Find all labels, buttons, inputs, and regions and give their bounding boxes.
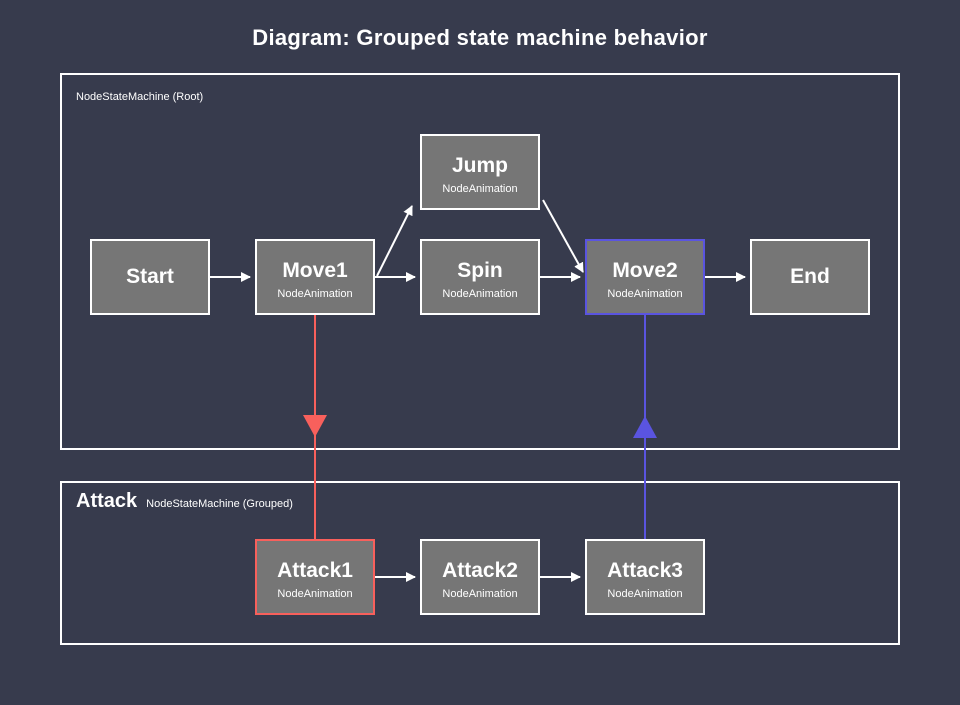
node-attack2[interactable]: Attack2 NodeAnimation bbox=[420, 539, 540, 615]
node-attack2-subtitle: NodeAnimation bbox=[442, 587, 518, 600]
container-attack-title: Attack bbox=[76, 490, 138, 512]
container-attack-label: Attack NodeStateMachine (Grouped) bbox=[76, 489, 293, 516]
node-start[interactable]: Start bbox=[90, 239, 210, 315]
node-attack3-title: Attack3 bbox=[607, 559, 683, 583]
node-attack3-subtitle: NodeAnimation bbox=[607, 587, 683, 600]
node-move1-subtitle: NodeAnimation bbox=[277, 287, 353, 300]
node-spin-title: Spin bbox=[457, 259, 503, 283]
node-move1[interactable]: Move1 NodeAnimation bbox=[255, 239, 375, 315]
node-attack2-title: Attack2 bbox=[442, 559, 518, 583]
page-title: Diagram: Grouped state machine behavior bbox=[252, 25, 708, 50]
node-attack3[interactable]: Attack3 NodeAnimation bbox=[585, 539, 705, 615]
node-start-title: Start bbox=[126, 264, 174, 288]
node-attack1-title: Attack1 bbox=[277, 559, 353, 583]
node-move2-title: Move2 bbox=[612, 259, 678, 283]
node-spin-subtitle: NodeAnimation bbox=[442, 287, 518, 300]
container-attack bbox=[60, 481, 900, 645]
node-move2[interactable]: Move2 NodeAnimation bbox=[585, 239, 705, 315]
node-move1-title: Move1 bbox=[282, 259, 348, 283]
container-root bbox=[60, 73, 900, 450]
node-jump[interactable]: Jump NodeAnimation bbox=[420, 134, 540, 210]
container-attack-subtitle: NodeStateMachine (Grouped) bbox=[146, 498, 293, 510]
node-end-title: End bbox=[790, 264, 830, 288]
node-spin[interactable]: Spin NodeAnimation bbox=[420, 239, 540, 315]
node-jump-subtitle: NodeAnimation bbox=[442, 182, 518, 195]
node-attack1[interactable]: Attack1 NodeAnimation bbox=[255, 539, 375, 615]
node-end[interactable]: End bbox=[750, 239, 870, 315]
container-root-label: NodeStateMachine (Root) bbox=[76, 91, 204, 103]
node-attack1-subtitle: NodeAnimation bbox=[277, 587, 353, 600]
node-move2-subtitle: NodeAnimation bbox=[607, 287, 683, 300]
node-jump-title: Jump bbox=[451, 154, 508, 178]
